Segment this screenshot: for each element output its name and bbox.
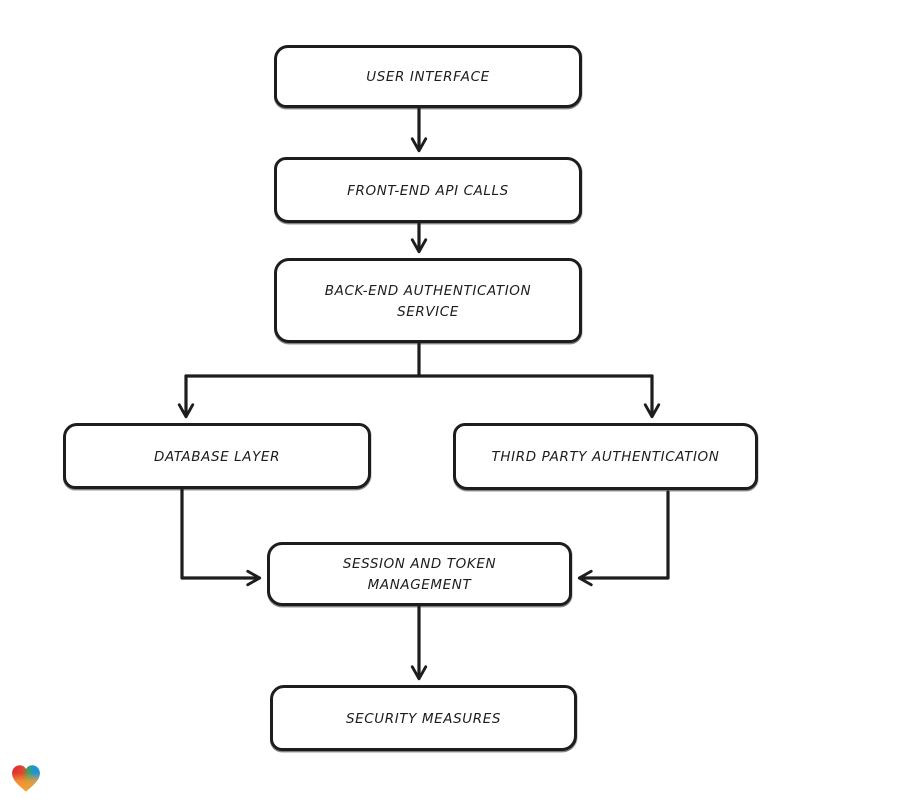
node-security-measures[interactable]: SECURITY MEASURES (270, 685, 577, 751)
node-back-end-authentication-service[interactable]: BACK-END AUTHENTICATION SERVICE (274, 258, 582, 343)
node-session-and-token-management[interactable]: SESSION AND TOKEN MANAGEMENT (267, 542, 572, 606)
node-database-layer[interactable]: DATABASE LAYER (63, 423, 371, 489)
node-user-interface[interactable]: USER INTERFACE (274, 45, 582, 108)
node-front-end-api-calls[interactable]: FRONT-END API CALLS (274, 157, 582, 223)
node-label: SECURITY MEASURES (345, 710, 502, 727)
edge-thirdparty-to-session (577, 490, 670, 587)
node-label: THIRD PARTY AUTHENTICATION (491, 449, 720, 465)
node-label: FRONT-END API CALLS (347, 182, 509, 199)
heart-logo-icon[interactable] (9, 762, 43, 795)
node-label: BACK-END AUTHENTICATION SERVICE (324, 282, 532, 320)
edge-backend-branch-trunk (184, 342, 654, 378)
node-third-party-authentication[interactable]: THIRD PARTY AUTHENTICATION (453, 423, 758, 490)
node-label: USER INTERFACE (366, 69, 490, 85)
node-label: SESSION AND TOKEN MANAGEMENT (342, 556, 497, 593)
node-label: DATABASE LAYER (153, 448, 281, 465)
edge-database-to-session (180, 488, 262, 587)
